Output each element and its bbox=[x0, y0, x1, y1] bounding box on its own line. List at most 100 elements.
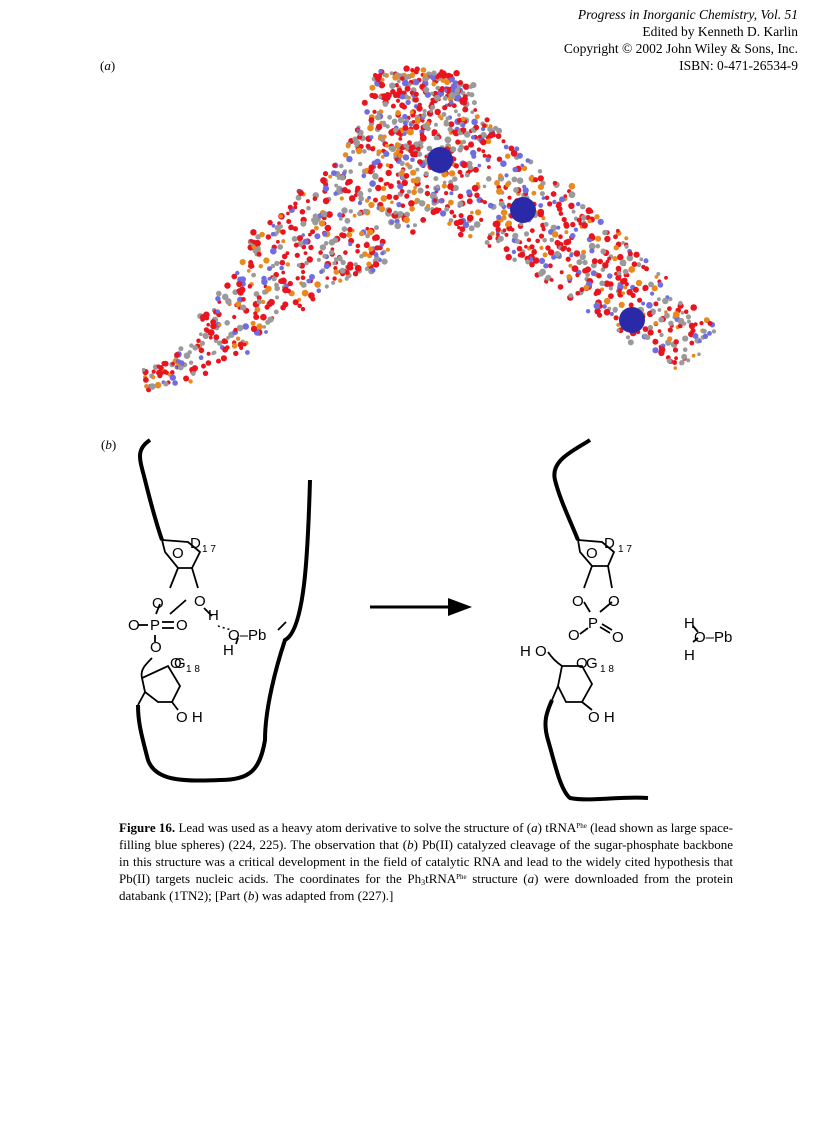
atom bbox=[529, 244, 535, 250]
atom bbox=[650, 291, 655, 296]
atom bbox=[395, 110, 401, 116]
atom bbox=[388, 146, 394, 151]
atom bbox=[224, 282, 231, 289]
atom bbox=[390, 200, 394, 205]
atom bbox=[339, 163, 344, 169]
svg-text:H: H bbox=[208, 607, 219, 624]
product-g-label: G bbox=[586, 655, 598, 672]
atom bbox=[305, 199, 310, 204]
atom bbox=[657, 308, 662, 312]
atom bbox=[476, 147, 482, 152]
atom bbox=[523, 231, 530, 237]
atom bbox=[584, 266, 591, 273]
atom bbox=[512, 166, 518, 173]
atom bbox=[651, 285, 658, 292]
atom bbox=[319, 244, 327, 251]
reactant-structure bbox=[136, 438, 312, 783]
atom bbox=[585, 309, 591, 314]
atom bbox=[433, 135, 439, 141]
atom bbox=[641, 301, 646, 306]
reactant-labels: D 1 7 O O O O P O O H O–Pb H O G 1 8 O H bbox=[128, 535, 266, 726]
reactant-g-label: G bbox=[174, 655, 186, 672]
atom bbox=[267, 316, 274, 323]
atom bbox=[703, 317, 710, 323]
atom bbox=[585, 215, 591, 221]
atom bbox=[371, 93, 379, 100]
atom bbox=[552, 180, 558, 186]
atom bbox=[533, 177, 539, 183]
atom bbox=[359, 254, 364, 259]
atom bbox=[392, 74, 399, 81]
atom bbox=[470, 127, 475, 132]
atom bbox=[280, 229, 286, 235]
atom bbox=[460, 116, 466, 122]
atom bbox=[568, 182, 576, 190]
atom bbox=[409, 110, 414, 115]
atom bbox=[402, 154, 410, 161]
atom bbox=[667, 336, 673, 342]
svg-text:O: O bbox=[612, 629, 624, 646]
atom bbox=[692, 333, 699, 339]
atom bbox=[490, 131, 496, 137]
atom bbox=[484, 240, 490, 245]
atom bbox=[408, 200, 415, 207]
atom bbox=[558, 211, 564, 216]
atom bbox=[459, 226, 466, 233]
atom bbox=[504, 222, 510, 227]
atom bbox=[540, 180, 546, 186]
atom bbox=[390, 103, 396, 109]
atom bbox=[626, 254, 634, 262]
atom bbox=[404, 193, 410, 199]
atom bbox=[321, 210, 328, 218]
atom bbox=[355, 249, 360, 254]
atom bbox=[642, 284, 649, 291]
atom bbox=[399, 160, 405, 166]
atom bbox=[376, 149, 382, 155]
atom bbox=[505, 182, 511, 188]
atom bbox=[241, 297, 246, 302]
atom bbox=[568, 293, 574, 299]
atom bbox=[224, 339, 229, 344]
atom bbox=[260, 299, 266, 305]
copyright-line: Copyright © 2002 John Wiley & Sons, Inc. bbox=[563, 41, 798, 56]
atom bbox=[637, 297, 643, 303]
atom bbox=[339, 174, 346, 181]
atom bbox=[590, 270, 597, 277]
atom bbox=[707, 320, 713, 326]
atom bbox=[652, 347, 659, 354]
atom bbox=[430, 91, 434, 96]
atom bbox=[442, 95, 448, 101]
water-h-bottom: H bbox=[684, 647, 695, 664]
product-labels: D 1 7 O O O P O O H O O G 1 8 O H H O–Pb… bbox=[520, 535, 732, 726]
atom bbox=[573, 250, 581, 257]
atom bbox=[267, 266, 272, 272]
atom bbox=[380, 195, 388, 202]
atom bbox=[378, 95, 383, 100]
atom bbox=[494, 180, 500, 186]
atom bbox=[537, 210, 544, 218]
atom bbox=[576, 217, 582, 223]
atom bbox=[608, 293, 614, 299]
atom bbox=[171, 362, 175, 366]
atom bbox=[612, 256, 618, 262]
atom bbox=[369, 180, 376, 187]
atom bbox=[602, 304, 607, 309]
atom bbox=[312, 219, 319, 226]
atom bbox=[189, 343, 194, 348]
atom bbox=[466, 214, 474, 222]
atom bbox=[600, 267, 606, 272]
atom bbox=[461, 123, 466, 128]
atom bbox=[380, 155, 385, 159]
atom bbox=[395, 98, 401, 103]
atom bbox=[345, 270, 350, 275]
atom bbox=[403, 65, 410, 72]
atom bbox=[277, 244, 284, 250]
atom bbox=[556, 225, 561, 230]
atom bbox=[379, 242, 384, 247]
atom bbox=[149, 383, 156, 390]
atom bbox=[375, 123, 383, 131]
atom bbox=[457, 147, 463, 153]
atom bbox=[529, 174, 534, 179]
atom bbox=[597, 312, 603, 318]
atom bbox=[496, 156, 503, 162]
